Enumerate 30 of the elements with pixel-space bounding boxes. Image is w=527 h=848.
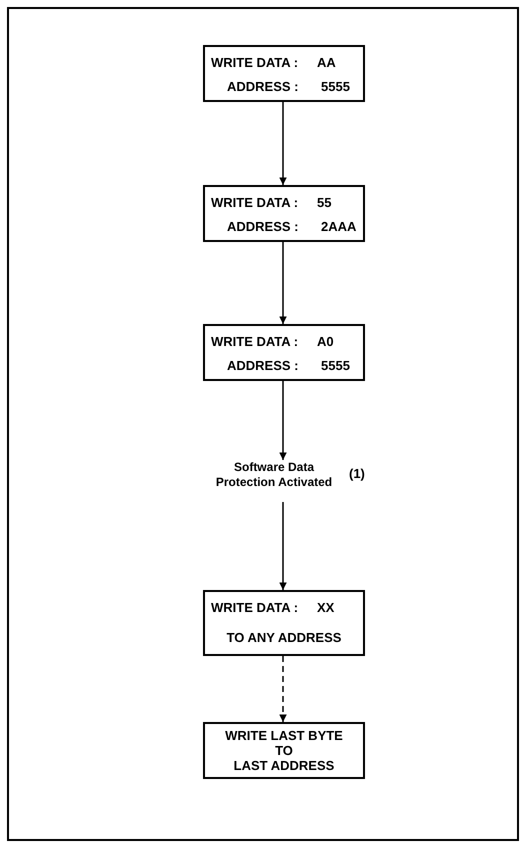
process-box (203, 45, 365, 102)
label-text: WRITE LAST BYTE (224, 728, 344, 743)
value-text: 5555 (321, 358, 350, 373)
process-box (203, 185, 365, 242)
value-text: AA (317, 55, 336, 70)
arrow (279, 502, 287, 590)
value-text: 5555 (321, 79, 350, 94)
label-text: WRITE DATA : (211, 55, 298, 70)
value-text: 55 (317, 195, 332, 210)
process-box (203, 722, 365, 779)
value-text: A0 (317, 334, 334, 349)
arrow (279, 381, 287, 460)
label-text: TO (274, 743, 294, 758)
arrow (279, 242, 287, 324)
process-box (203, 324, 365, 381)
label-text: ADDRESS : (227, 358, 299, 373)
label-text: ADDRESS : (227, 219, 299, 234)
label-text: ADDRESS : (227, 79, 299, 94)
process-box (203, 590, 365, 656)
label-text: LAST ADDRESS (232, 758, 336, 773)
label-text: TO ANY ADDRESS (226, 630, 342, 645)
footnote-mark: (1) (349, 466, 365, 481)
arrow (279, 656, 287, 722)
arrow (279, 102, 287, 185)
status-text: Software Data Protection Activated (214, 460, 334, 490)
label-text: WRITE DATA : (211, 334, 298, 349)
label-text: WRITE DATA : (211, 195, 298, 210)
value-text: 2AAA (321, 219, 356, 234)
label-text: WRITE DATA : (211, 600, 298, 615)
value-text: XX (317, 600, 334, 615)
